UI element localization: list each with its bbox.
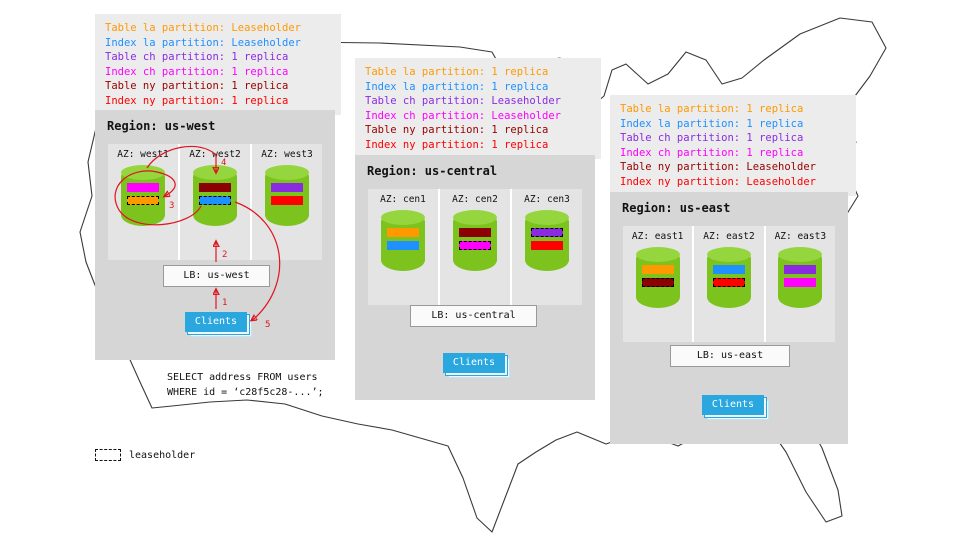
az-column-west3: AZ: west3 (252, 144, 322, 260)
partition-bar (271, 183, 303, 192)
info-line: Table ny partition: Leaseholder (620, 161, 816, 173)
info-line: Table la partition: Leaseholder (105, 22, 301, 34)
clients-box: Clients (443, 353, 505, 373)
info-line: Table la partition: 1 replica (620, 103, 804, 115)
info-line: Table ny partition: 1 replica (365, 124, 549, 136)
info-line: Table ch partition: 1 replica (105, 51, 289, 63)
partition-bar (127, 183, 159, 192)
flow-step-label: 5 (265, 320, 270, 330)
partition-bar (271, 196, 303, 205)
region-us-central: Region: us-central AZ: cen1 AZ: cen2 AZ:… (355, 155, 595, 400)
az-title: AZ: cen1 (380, 194, 426, 205)
az-column-east1: AZ: east1 (623, 226, 693, 342)
sql-line-1: SELECT address FROM users (167, 372, 318, 383)
legend: leaseholder (95, 449, 195, 461)
db-node-cylinder (525, 210, 569, 271)
az-title: AZ: west2 (189, 149, 241, 160)
db-node-cylinder (778, 247, 823, 308)
info-line: Index ch partition: 1 replica (105, 65, 289, 78)
partition-bar (459, 228, 491, 237)
partition-bar (641, 265, 674, 274)
db-node-cylinder (453, 210, 497, 271)
az-title: AZ: east2 (703, 231, 755, 242)
db-node-cylinder (706, 247, 751, 308)
legend-label: leaseholder (129, 449, 196, 461)
az-column-west1: AZ: west1 (108, 144, 178, 260)
info-line: Index ch partition: 1 replica (620, 146, 804, 159)
info-box-us-west: Table la partition: Leaseholder Index la… (95, 14, 341, 115)
partition-bar (127, 196, 159, 205)
partition-bar (387, 228, 419, 237)
az-title: AZ: cen3 (524, 194, 570, 205)
az-strip: AZ: cen1 AZ: cen2 AZ: cen3 (368, 189, 582, 305)
az-column-east2: AZ: east2 (694, 226, 764, 342)
partition-bar (784, 265, 817, 274)
region-title: Region: us-central (367, 164, 498, 178)
info-line: Index la partition: Leaseholder (105, 36, 301, 49)
info-box-us-east: Table la partition: 1 replica Index la p… (610, 95, 856, 196)
az-column-west2: AZ: west2 (180, 144, 250, 260)
partition-bar (531, 241, 563, 250)
db-node-cylinder (265, 165, 309, 226)
az-title: AZ: east3 (774, 231, 827, 242)
db-node-cylinder (121, 165, 165, 226)
sql-line-2: WHERE id = ‘c28f5c28-...’; (167, 387, 324, 398)
az-title: AZ: cen2 (452, 194, 498, 205)
db-node-cylinder (635, 247, 680, 308)
info-line: Index la partition: 1 replica (620, 117, 804, 130)
load-balancer-box: LB: us-central (410, 305, 537, 327)
partition-bar (531, 228, 563, 237)
info-line: Table ny partition: 1 replica (105, 80, 289, 92)
partition-bar (784, 278, 817, 287)
info-line: Index la partition: 1 replica (365, 80, 549, 93)
sql-query: SELECT address FROM users WHERE id = ‘c2… (167, 370, 324, 400)
az-column-cen2: AZ: cen2 (440, 189, 510, 305)
region-title: Region: us-east (622, 201, 731, 215)
load-balancer-box: LB: us-west (163, 265, 270, 287)
az-strip: AZ: west1 AZ: west2 AZ: west3 (108, 144, 322, 260)
info-box-us-central: Table la partition: 1 replica Index la p… (355, 58, 601, 159)
clients-box: Clients (702, 395, 764, 415)
partition-bar (641, 278, 674, 287)
info-line: Table ch partition: Leaseholder (365, 95, 561, 107)
region-us-west: Region: us-west AZ: west1 AZ: west2 AZ: … (95, 110, 335, 360)
info-line: Index ch partition: Leaseholder (365, 109, 561, 122)
clients-box: Clients (185, 312, 247, 332)
partition-bar (199, 196, 231, 205)
info-line: Index ny partition: Leaseholder (620, 175, 816, 188)
partition-bar (199, 183, 231, 192)
leaseholder-swatch-icon (95, 449, 121, 461)
az-title: AZ: east1 (631, 231, 684, 242)
partition-bar (712, 278, 745, 287)
info-line: Index ny partition: 1 replica (365, 138, 549, 151)
az-column-cen3: AZ: cen3 (512, 189, 582, 305)
region-us-east: Region: us-east AZ: east1 AZ: east2 AZ: … (610, 192, 848, 444)
az-strip: AZ: east1 AZ: east2 AZ: east3 (623, 226, 835, 342)
info-line: Table la partition: 1 replica (365, 66, 549, 78)
az-column-cen1: AZ: cen1 (368, 189, 438, 305)
az-title: AZ: west3 (261, 149, 313, 160)
load-balancer-box: LB: us-east (670, 345, 790, 367)
db-node-cylinder (193, 165, 237, 226)
partition-bar (387, 241, 419, 250)
az-title: AZ: west1 (117, 149, 169, 160)
region-title: Region: us-west (107, 119, 216, 133)
db-node-cylinder (381, 210, 425, 271)
info-line: Table ch partition: 1 replica (620, 132, 804, 144)
info-line: Index ny partition: 1 replica (105, 94, 289, 107)
az-column-east3: AZ: east3 (765, 226, 835, 342)
partition-bar (459, 241, 491, 250)
partition-bar (712, 265, 745, 274)
flow-step-label: 1 (222, 298, 227, 308)
